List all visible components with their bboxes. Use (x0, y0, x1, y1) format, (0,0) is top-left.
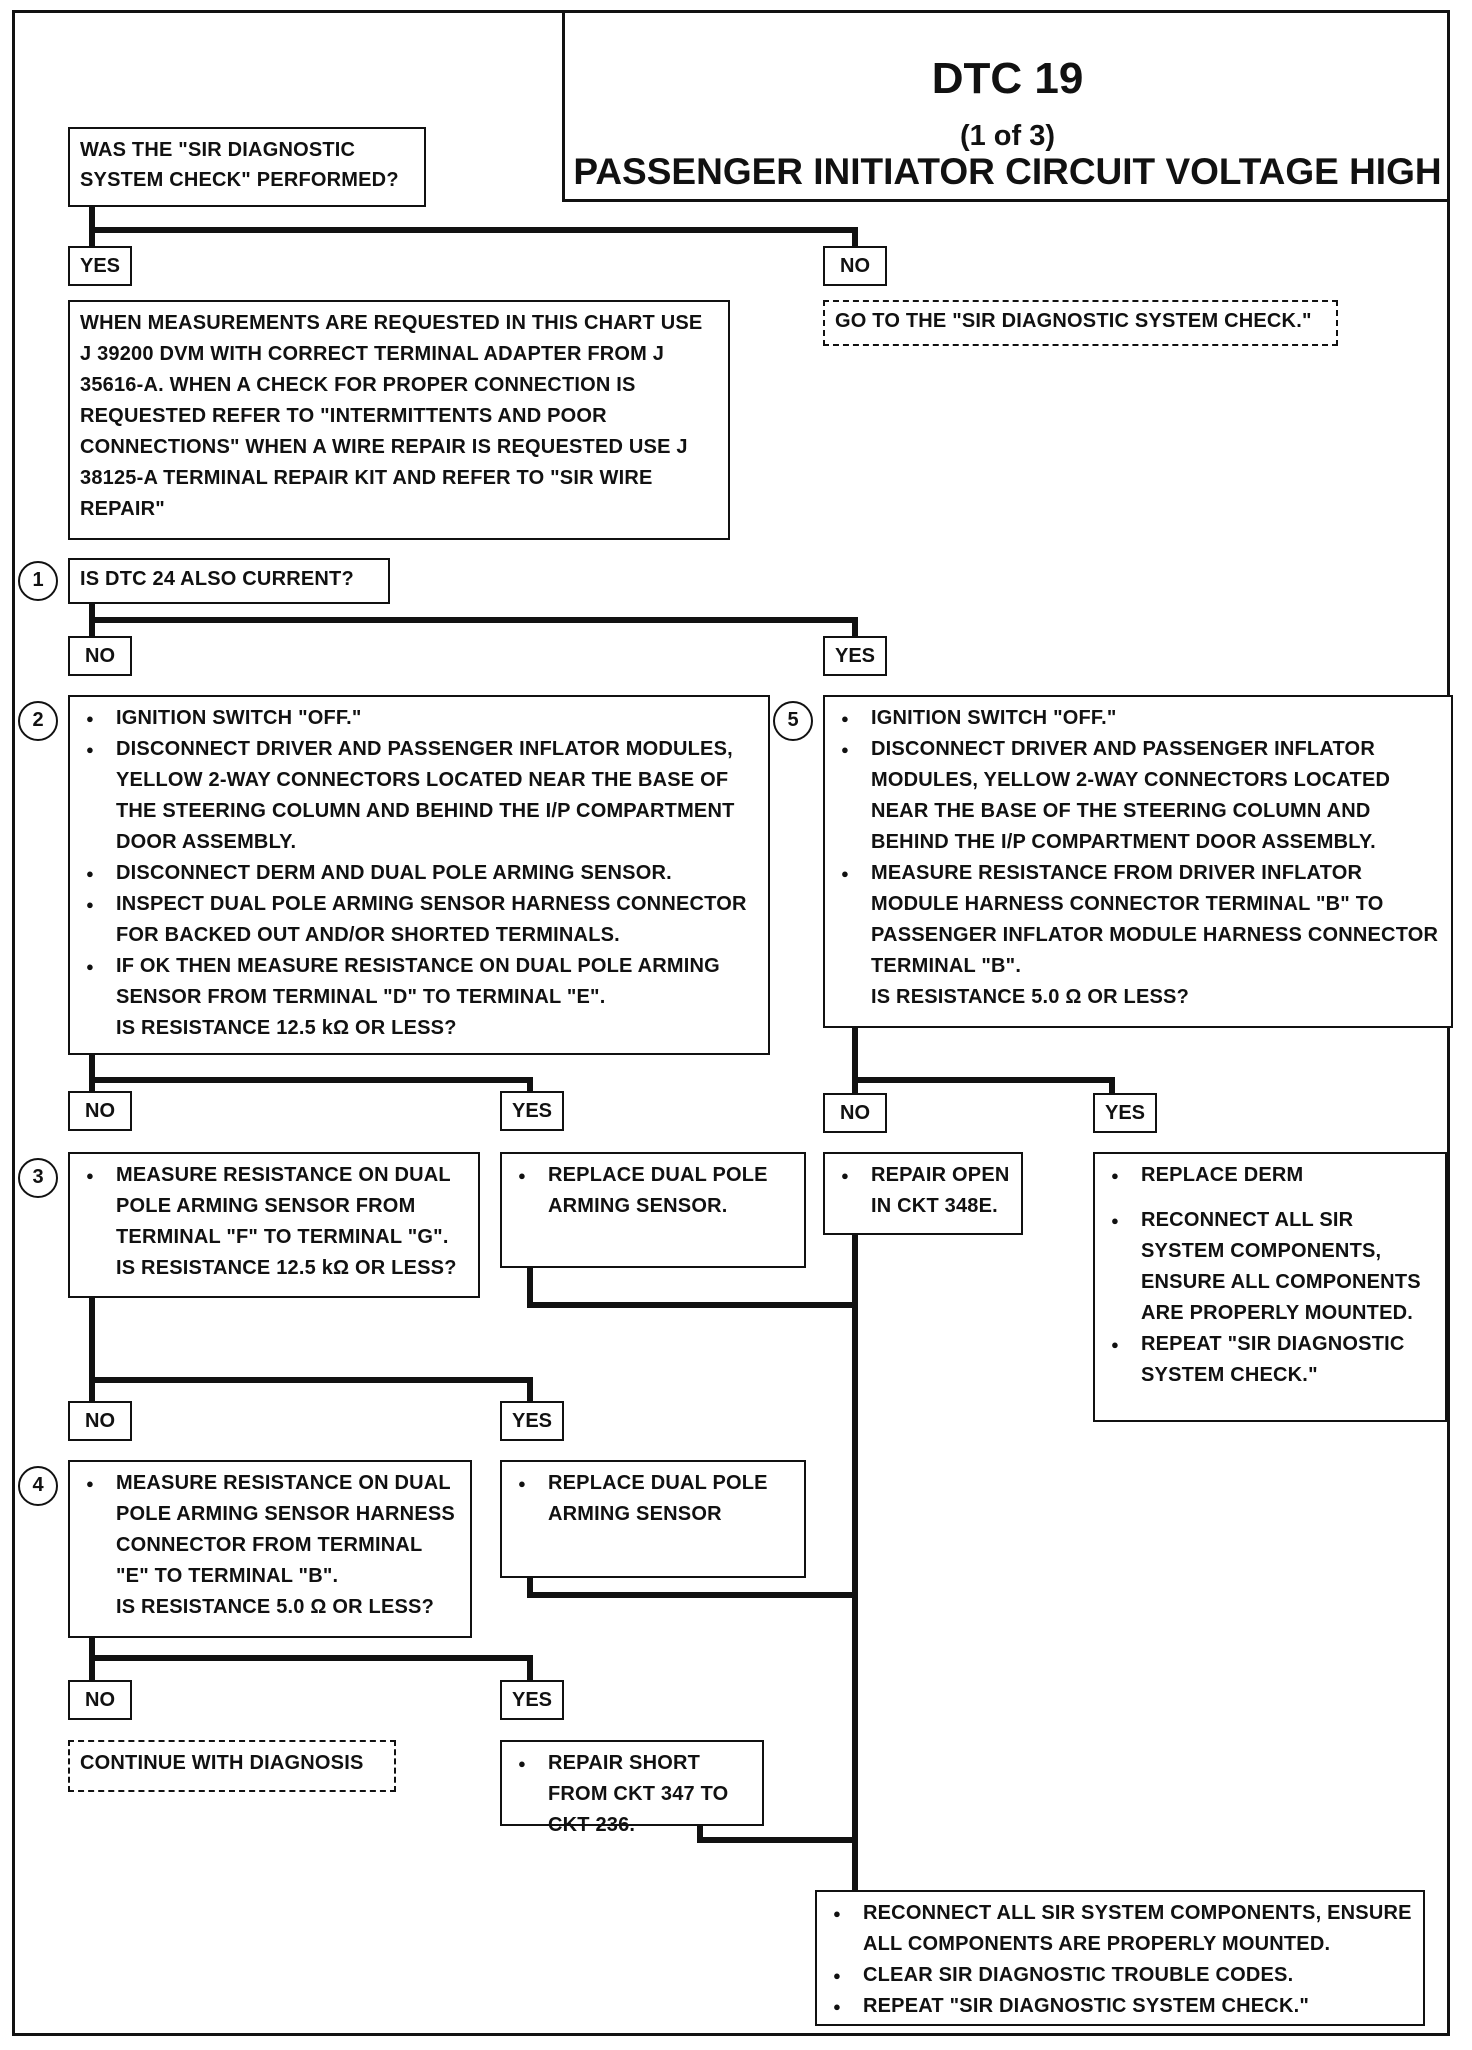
repair-short-box: REPAIR SHORT FROM CKT 347 TO CKT 236. (500, 1740, 764, 1836)
step5-bullets: IGNITION SWITCH "OFF." DISCONNECT DRIVER… (837, 703, 1441, 982)
list-item: REPLACE DERM (1111, 1160, 1435, 1191)
step-number-3: 3 (18, 1158, 58, 1198)
list-item: RECONNECT ALL SIR SYSTEM COMPONENTS, ENS… (833, 1898, 1413, 1960)
tag-yes: YES (500, 1091, 564, 1131)
list-item: REPEAT "SIR DIAGNOSTIC SYSTEM CHECK." (1111, 1329, 1435, 1391)
final-instructions: RECONNECT ALL SIR SYSTEM COMPONENTS, ENS… (815, 1890, 1425, 2026)
tag-yes: YES (1093, 1093, 1157, 1133)
step-number-4: 4 (18, 1466, 58, 1506)
list-item: REPAIR SHORT FROM CKT 347 TO CKT 236. (518, 1748, 752, 1841)
step5-box: IGNITION SWITCH "OFF." DISCONNECT DRIVER… (823, 695, 1453, 1028)
step4-box: MEASURE RESISTANCE ON DUAL POLE ARMING S… (68, 1460, 472, 1638)
tag-no: NO (68, 1401, 132, 1441)
connector-merge-b (527, 1575, 858, 1598)
step3-question: IS RESISTANCE 12.5 kΩ OR LESS? (116, 1257, 457, 1279)
list-item: DISCONNECT DRIVER AND PASSENGER INFLATOR… (86, 734, 758, 858)
step4-question: IS RESISTANCE 5.0 Ω OR LESS? (116, 1596, 434, 1618)
connector-start (89, 204, 858, 253)
page-subtitle: (1 of 3) (959, 120, 1056, 152)
list-item: REPEAT "SIR DIAGNOSTIC SYSTEM CHECK." (833, 1991, 1413, 2022)
step-number-5: 5 (773, 701, 813, 741)
connector-step4 (89, 1635, 533, 1687)
tag-yes: YES (68, 246, 132, 286)
list-item: DISCONNECT DRIVER AND PASSENGER INFLATOR… (841, 734, 1441, 858)
page-title: DTC 19 (931, 54, 1084, 103)
list-item: IGNITION SWITCH "OFF." (841, 703, 1441, 734)
list-item: IGNITION SWITCH "OFF." (86, 703, 758, 734)
list-item: INSPECT DUAL POLE ARMING SENSOR HARNESS … (86, 889, 758, 951)
connector-step1 (89, 597, 858, 643)
list-item: MEASURE RESISTANCE ON DUAL POLE ARMING S… (86, 1468, 460, 1592)
dtc-name: PASSENGER INITIATOR CIRCUIT VOLTAGE HIGH (573, 151, 1442, 192)
list-item: RECONNECT ALL SIR SYSTEM COMPONENTS, ENS… (1111, 1205, 1435, 1329)
continue-diagnosis: CONTINUE WITH DIAGNOSIS (68, 1740, 396, 1792)
step1-question: IS DTC 24 ALSO CURRENT? (68, 558, 390, 604)
step-number-2: 2 (18, 701, 58, 741)
repair-open-box: REPAIR OPEN IN CKT 348E. (823, 1152, 1023, 1235)
tag-yes: YES (823, 636, 887, 676)
list-item: REPAIR OPEN IN CKT 348E. (841, 1160, 1011, 1222)
connector-merge-a (527, 1265, 858, 1308)
intro-instructions: WHEN MEASUREMENTS ARE REQUESTED IN THIS … (68, 300, 730, 540)
title-block: DTC 19 (1 of 3) PASSENGER INITIATOR CIRC… (562, 10, 1450, 202)
step2-box: IGNITION SWITCH "OFF." DISCONNECT DRIVER… (68, 695, 770, 1055)
replace-sensor-box-b: REPLACE DUAL POLE ARMING SENSOR (500, 1460, 806, 1578)
step2-bullets: IGNITION SWITCH "OFF." DISCONNECT DRIVER… (82, 703, 758, 1013)
list-item: CLEAR SIR DIAGNOSTIC TROUBLE CODES. (833, 1960, 1413, 1991)
connector-step2 (89, 1052, 533, 1098)
tag-no: NO (823, 1093, 887, 1133)
tag-no: NO (823, 246, 887, 286)
list-item: REPLACE DUAL POLE ARMING SENSOR. (518, 1160, 794, 1222)
step3-bullets: MEASURE RESISTANCE ON DUAL POLE ARMING S… (82, 1160, 468, 1253)
list-item: IF OK THEN MEASURE RESISTANCE ON DUAL PO… (86, 951, 758, 1013)
list-item: MEASURE RESISTANCE ON DUAL POLE ARMING S… (86, 1160, 468, 1253)
step3-box: MEASURE RESISTANCE ON DUAL POLE ARMING S… (68, 1152, 480, 1298)
step-number-1: 1 (18, 561, 58, 601)
tag-no: NO (68, 636, 132, 676)
step4-bullets: MEASURE RESISTANCE ON DUAL POLE ARMING S… (82, 1468, 460, 1592)
tag-yes: YES (500, 1680, 564, 1720)
final-bullets: RECONNECT ALL SIR SYSTEM COMPONENTS, ENS… (829, 1898, 1413, 2022)
list-item: DISCONNECT DERM AND DUAL POLE ARMING SEN… (86, 858, 758, 889)
replace-derm-bullets: REPLACE DERM RECONNECT ALL SIR SYSTEM CO… (1107, 1160, 1435, 1391)
connector-step5 (852, 1025, 1115, 1100)
step2-question: IS RESISTANCE 12.5 kΩ OR LESS? (116, 1017, 457, 1039)
step5-question: IS RESISTANCE 5.0 Ω OR LESS? (871, 986, 1189, 1008)
tag-no: NO (68, 1091, 132, 1131)
list-item: MEASURE RESISTANCE FROM DRIVER INFLATOR … (841, 858, 1441, 982)
replace-sensor-box-a: REPLACE DUAL POLE ARMING SENSOR. (500, 1152, 806, 1268)
connector-step3 (89, 1295, 533, 1408)
replace-derm-box: REPLACE DERM RECONNECT ALL SIR SYSTEM CO… (1093, 1152, 1447, 1422)
list-item: REPLACE DUAL POLE ARMING SENSOR (518, 1468, 794, 1530)
tag-no: NO (68, 1680, 132, 1720)
goto-system-check: GO TO THE "SIR DIAGNOSTIC SYSTEM CHECK." (823, 300, 1338, 346)
start-question: WAS THE "SIR DIAGNOSTIC SYSTEM CHECK" PE… (68, 127, 426, 207)
tag-yes: YES (500, 1401, 564, 1441)
